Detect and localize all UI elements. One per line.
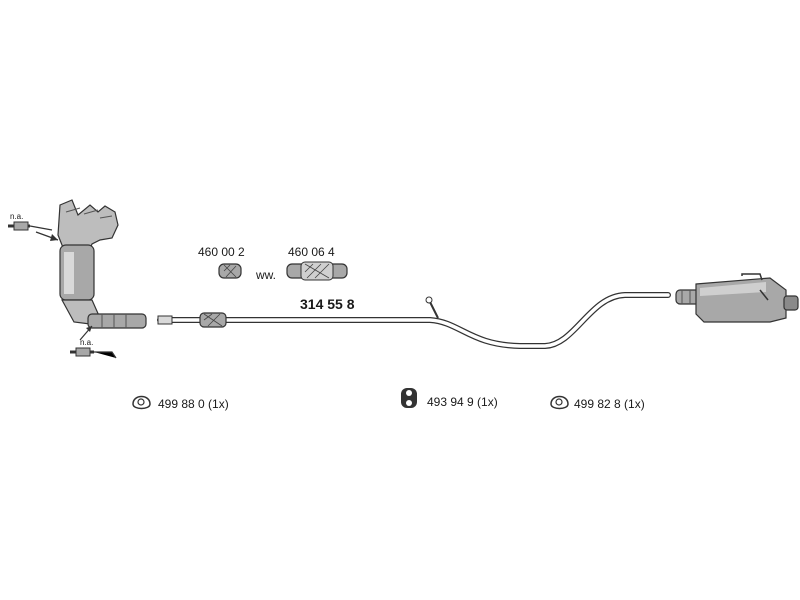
- exhaust-manifold-catalyst[interactable]: [57, 199, 147, 329]
- oxygen-sensor-bottom[interactable]: [70, 325, 117, 359]
- clamp-icon: [132, 395, 151, 410]
- flex-pipe-460-06-4[interactable]: [286, 261, 348, 281]
- part-number-460-06-4[interactable]: 460 06 4: [288, 245, 335, 259]
- alternative-label: ww.: [256, 268, 277, 282]
- intermediate-pipe-314-55-8[interactable]: [157, 292, 671, 349]
- rear-silencer[interactable]: [675, 273, 799, 323]
- label-not-available-bottom: n.a.: [80, 338, 94, 347]
- part-number-499-88-0[interactable]: 499 88 0 (1x): [158, 397, 229, 411]
- label-not-available-top: n.a.: [10, 212, 24, 221]
- part-number-314-55-8[interactable]: 314 55 8: [300, 296, 355, 312]
- flex-pipe-460-00-2[interactable]: [218, 263, 242, 279]
- rubber-mount-icon: [401, 388, 417, 408]
- part-number-460-00-2[interactable]: 460 00 2: [198, 245, 245, 259]
- oxygen-sensor-top[interactable]: [8, 221, 59, 241]
- clamp-icon: [550, 395, 569, 410]
- part-number-493-94-9[interactable]: 493 94 9 (1x): [427, 395, 498, 409]
- part-number-499-82-8[interactable]: 499 82 8 (1x): [574, 397, 645, 411]
